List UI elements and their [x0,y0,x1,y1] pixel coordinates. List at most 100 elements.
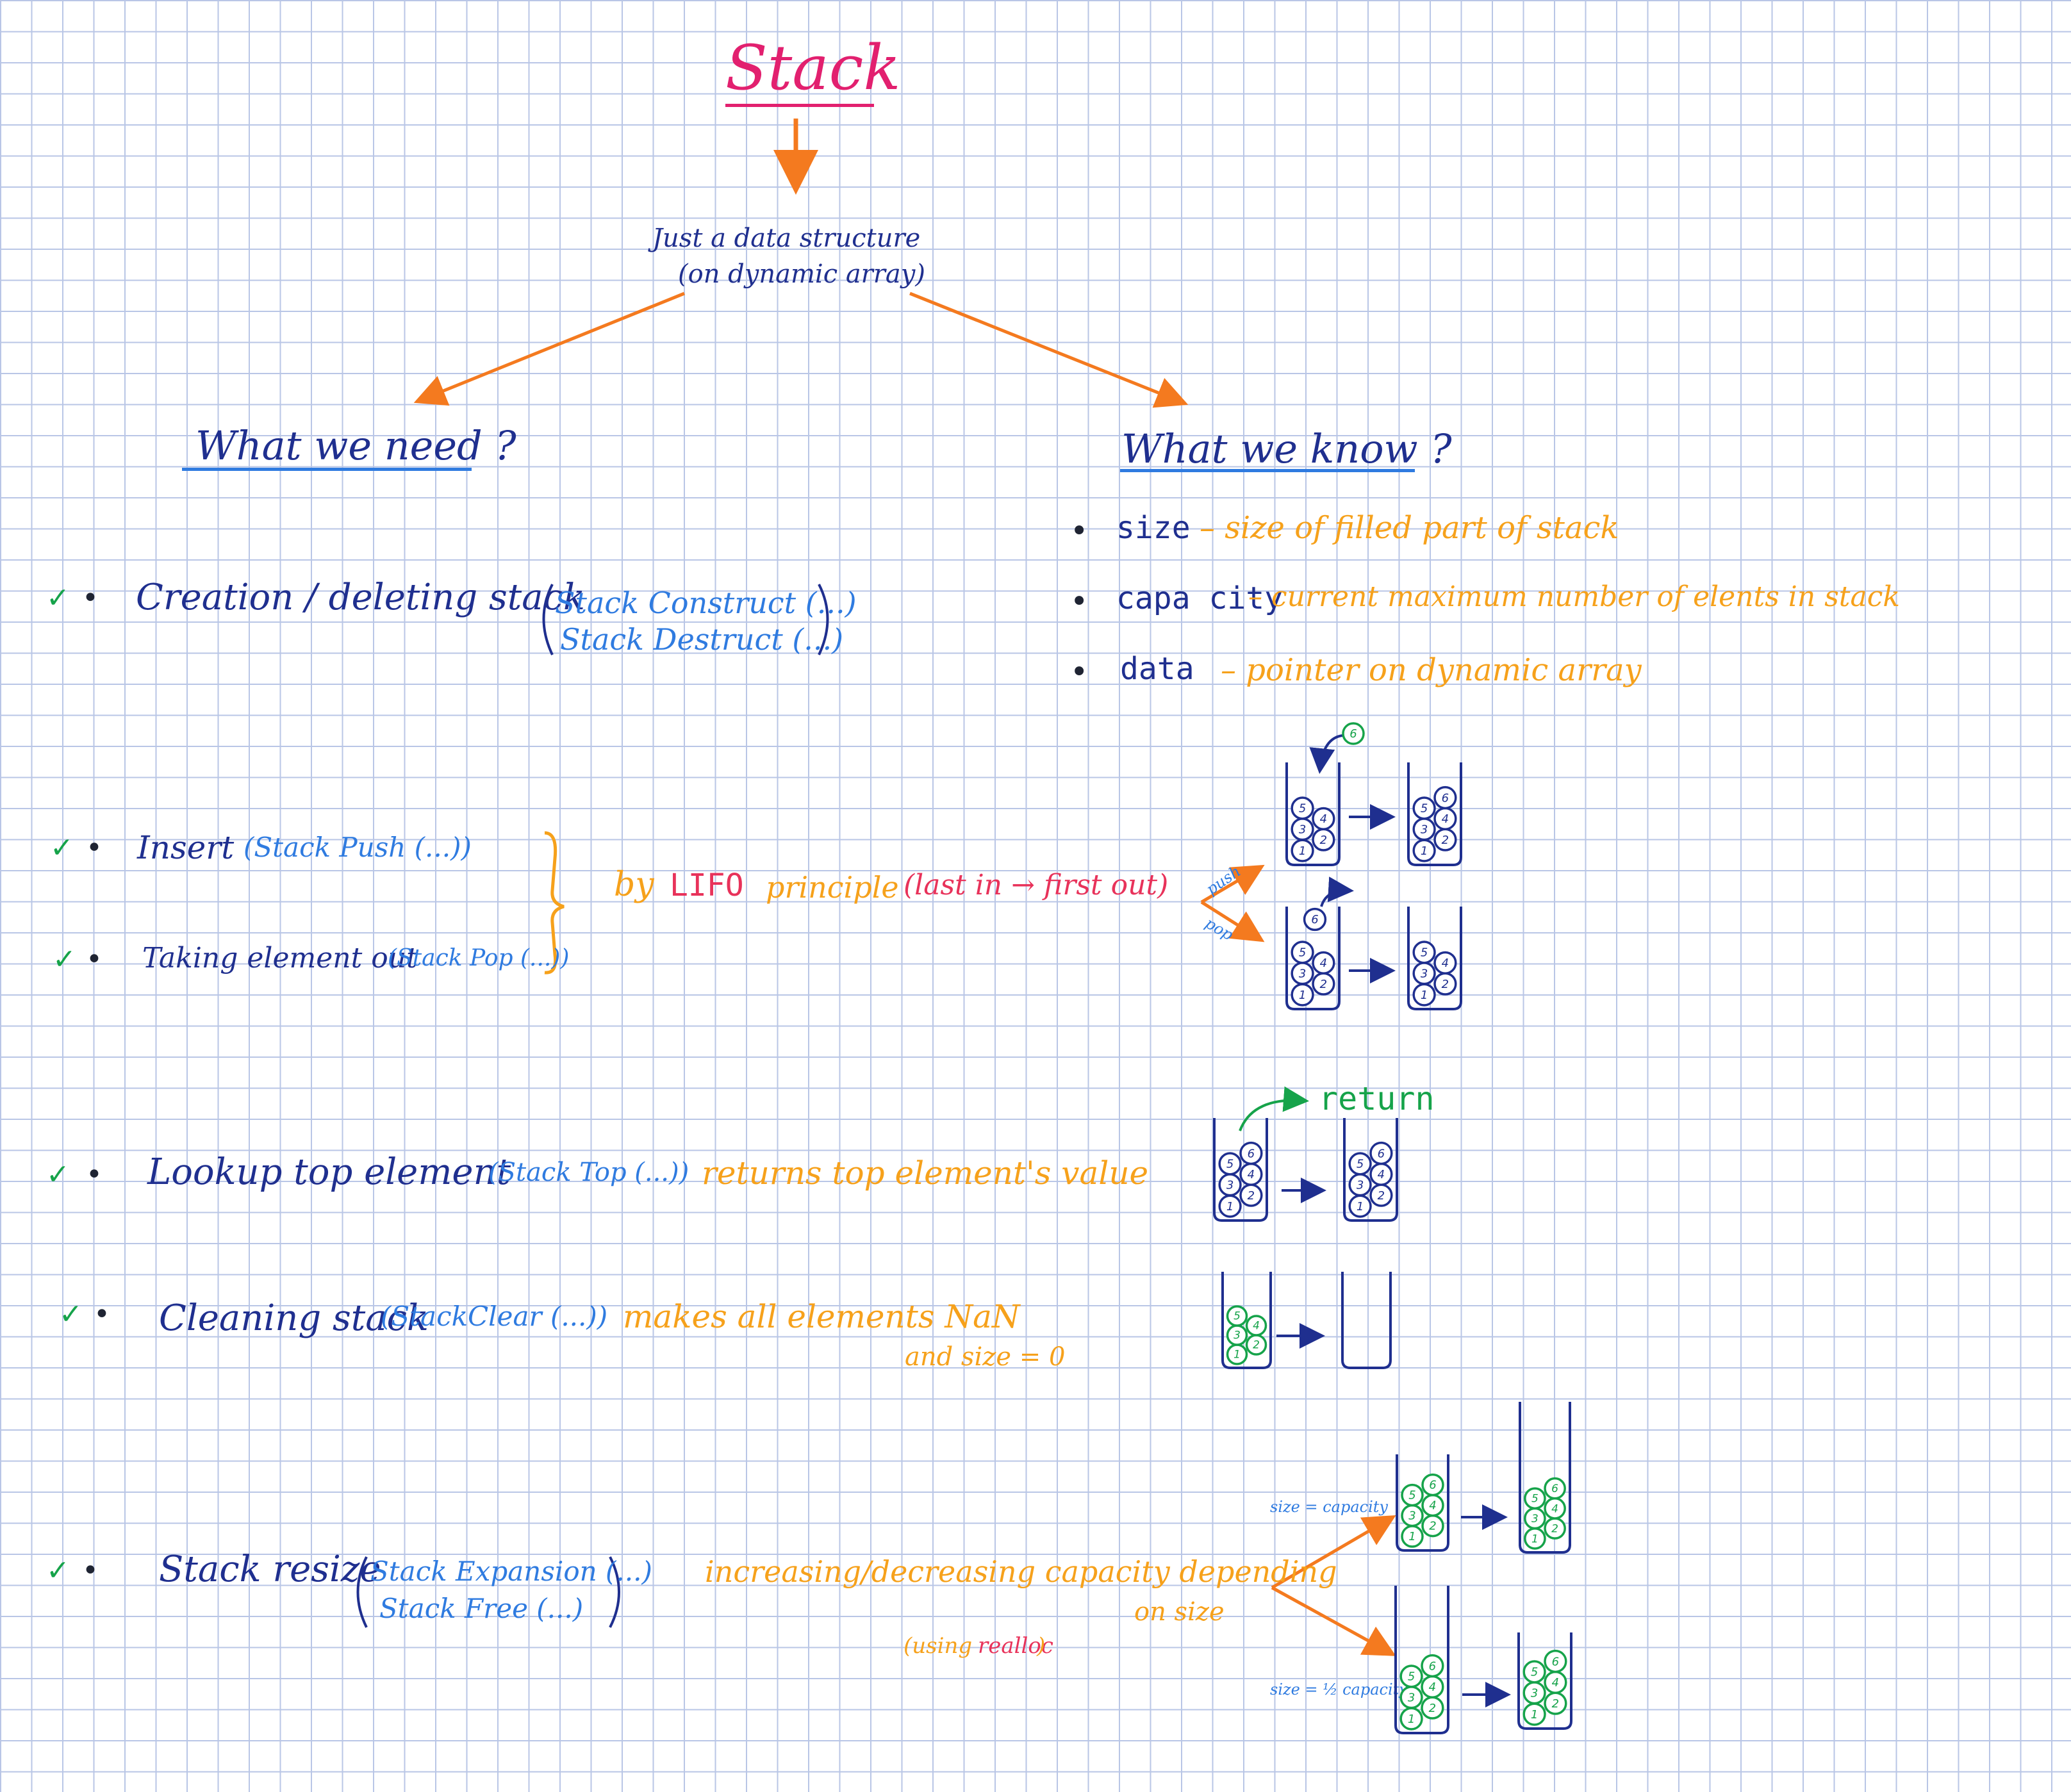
svg-text:4: 4 [1429,1499,1436,1513]
svg-text:3: 3 [1357,1178,1364,1192]
ball-5: 5 [1522,1660,1546,1684]
stack-expand-after [1519,1402,1571,1554]
ball-6: 6 [1239,1141,1263,1165]
ball-4: 4 [1544,1670,1567,1694]
ball-2: 2 [1312,828,1335,851]
resize-split [1271,1515,1396,1656]
page-title: Stack [725,32,901,104]
resize-note: increasing/decreasing capacity depending [705,1554,1337,1589]
lifo-detail: (last in → first out) [903,869,1169,901]
item-insert-label: Insert [137,829,235,866]
ball-6: 6 [1421,1654,1444,1678]
svg-text:6: 6 [1442,791,1449,805]
svg-text:3: 3 [1421,967,1428,980]
svg-text:6: 6 [1429,1659,1436,1673]
svg-text:1: 1 [1226,1200,1234,1213]
stack-clear-before [1221,1272,1272,1369]
ball-1: 1 [1524,1527,1546,1550]
svg-text:2: 2 [1429,1520,1436,1533]
subtitle-line1: Just a data structure [652,224,921,253]
svg-text:3: 3 [1408,1691,1415,1704]
ball-4: 4 [1312,807,1335,830]
bullet: • [82,1554,99,1587]
ball-1: 1 [1291,839,1314,862]
stack-expand-before [1396,1454,1449,1552]
pop-curve-arrow [1320,876,1354,907]
right-branch-arrow [909,292,1189,408]
svg-text:1: 1 [1421,989,1428,1002]
know-bullet-1: • [1070,513,1089,549]
ball-4: 4 [1239,1162,1263,1186]
check-icon: ✓ [46,582,70,614]
stack-shrink-after [1517,1632,1572,1730]
ball-5: 5 [1218,1152,1242,1176]
lifo-principle: principle [766,870,899,905]
ball-6: 6 [1421,1473,1444,1497]
item-clear-note: makes all elements NaN [623,1298,1020,1335]
return-label: return [1319,1080,1435,1117]
know-heading-underline [1120,469,1415,472]
svg-text:5: 5 [1299,802,1306,816]
svg-text:6: 6 [1551,1483,1558,1495]
svg-text:2: 2 [1248,1189,1255,1203]
ball-2: 2 [1433,972,1457,996]
need-heading-underline [182,468,472,471]
svg-text:2: 2 [1442,834,1449,847]
svg-text:1: 1 [1234,1349,1241,1361]
check-icon: ✓ [46,1554,70,1587]
svg-text:5: 5 [1531,1666,1538,1679]
svg-text:5: 5 [1421,946,1428,960]
lifo-brace [544,831,565,974]
ball-1: 1 [1401,1525,1424,1548]
ball-2: 2 [1421,1696,1444,1720]
svg-text:4: 4 [1320,957,1327,970]
svg-text:1: 1 [1531,1708,1538,1722]
transition-arrows [1276,804,1511,1707]
svg-text:3: 3 [1299,967,1306,980]
ball-3: 3 [1348,1173,1372,1197]
ball-5: 5 [1524,1487,1546,1510]
svg-text:6: 6 [1552,1655,1559,1668]
check-icon: ✓ [46,1158,70,1191]
svg-text:5: 5 [1421,802,1428,816]
stack-push-after [1407,762,1462,866]
ball-2: 2 [1245,1334,1267,1356]
ball-1: 1 [1348,1194,1372,1218]
svg-text:4: 4 [1442,957,1449,970]
ball-5: 5 [1291,941,1314,964]
item-create-code-2: Stack Destruct (...) [560,622,844,657]
ball-2: 2 [1369,1183,1393,1207]
svg-text:2: 2 [1378,1189,1385,1203]
svg-text:4: 4 [1320,812,1327,826]
svg-text:3: 3 [1531,1513,1539,1525]
ball-4: 4 [1369,1162,1393,1186]
ball-3: 3 [1291,818,1314,841]
item-clear-label: Cleaning stack [159,1297,429,1339]
svg-text:5: 5 [1234,1310,1241,1323]
left-branch-arrow [413,292,685,406]
lifo-name: LIFO [670,867,744,903]
push-curve-arrow [1309,734,1343,774]
item-pop-code: (Stack Pop (...)) [388,945,570,971]
item-pop-label: Taking element out [142,942,418,974]
stack-top-before [1213,1118,1268,1222]
check-icon: ✓ [59,1298,83,1331]
ball-5: 5 [1401,1483,1424,1507]
stack-top-after [1343,1118,1398,1222]
svg-text:4: 4 [1552,1676,1559,1689]
stack-shrink-before [1394,1586,1449,1734]
resize-note2: on size [1134,1597,1225,1627]
item-create-label: Creation / deleting stack [136,577,585,618]
return-curve-arrow [1239,1086,1309,1131]
ball-2: 2 [1544,1517,1566,1540]
svg-text:5: 5 [1408,1489,1415,1502]
stack-pop-after [1407,907,1462,1010]
ball-5: 5 [1399,1665,1423,1688]
svg-text:6: 6 [1378,1147,1385,1160]
svg-text:1: 1 [1421,844,1428,858]
item-resize-label: Stack resize [159,1549,381,1590]
ball-2: 2 [1421,1514,1444,1538]
push-pop-split [1200,864,1265,942]
bullet: • [86,1158,103,1191]
